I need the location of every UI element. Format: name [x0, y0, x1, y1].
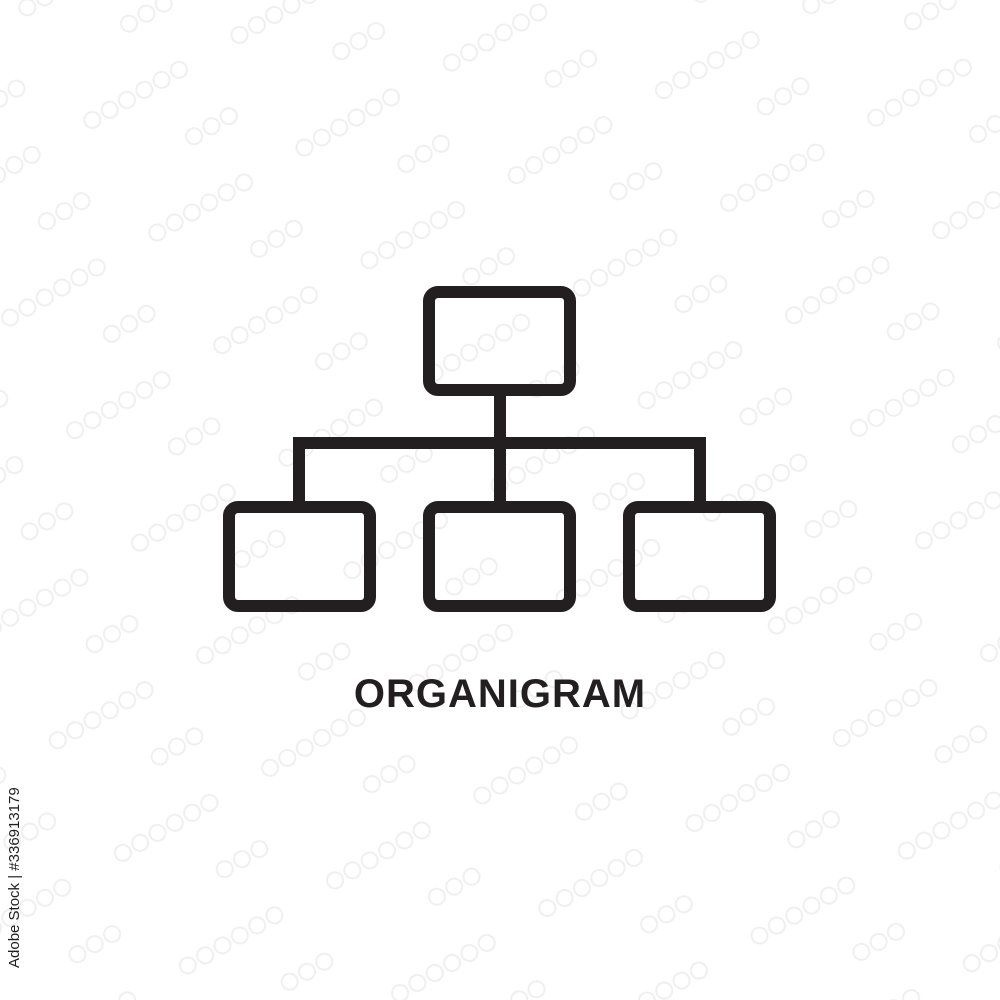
branch-connector [293, 437, 706, 501]
middle-node-box [423, 501, 576, 612]
top-node-box [423, 286, 576, 396]
stock-id-label: Adobe Stock | #336913179 [6, 787, 23, 968]
caption-title: ORGANIGRAM [353, 672, 647, 716]
right-node-box [623, 501, 776, 612]
left-node-box [223, 501, 376, 612]
